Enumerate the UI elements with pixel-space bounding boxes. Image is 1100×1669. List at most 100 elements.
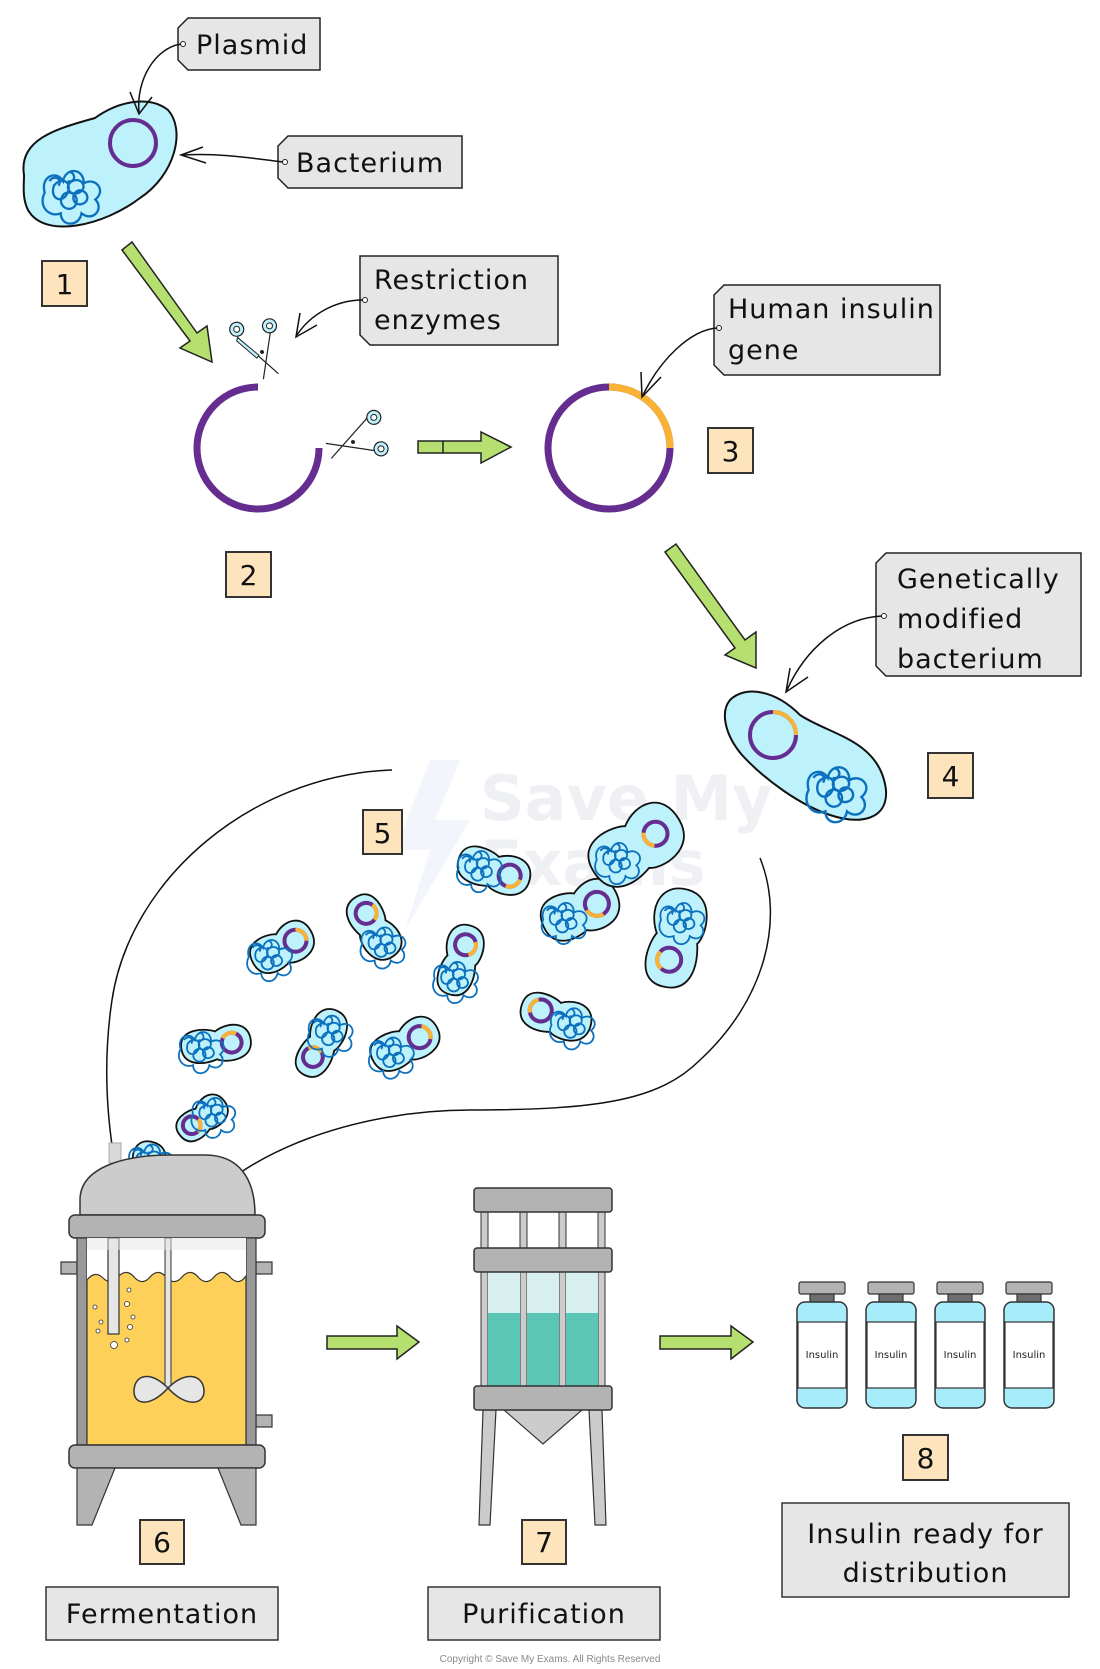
bacterium-cell [249, 919, 315, 974]
gm-plasmid-icon [282, 927, 309, 954]
insulin-vial: Insulin [934, 1281, 986, 1409]
plasmid-circle [108, 118, 158, 168]
air-bubbles [92, 1287, 136, 1349]
scissors-icon-right [325, 409, 389, 459]
gm-bacterium [432, 923, 485, 1005]
step-badge-2: 2 [225, 551, 272, 598]
gm-label-line2: modified [897, 604, 1023, 635]
gm-bacterium [519, 991, 596, 1051]
insulin-vial: Insulin [1003, 1281, 1055, 1409]
vial-label [797, 1321, 847, 1389]
gm-bacterium [246, 919, 315, 983]
gm-plasmid-icon [527, 997, 554, 1024]
vial-cap [936, 1281, 984, 1295]
restriction-label-line2: enzymes [374, 305, 502, 336]
restriction-enzymes-label-tag: Restriction enzymes [295, 255, 559, 346]
vial-cap [867, 1281, 915, 1295]
svg-text:2: 2 [240, 559, 258, 592]
recombinant-plasmid-step3 [544, 383, 674, 513]
purification-label: Purification [462, 1599, 626, 1630]
cut-plasmid [193, 383, 323, 513]
svg-text:8: 8 [917, 1442, 935, 1475]
vial-label-text: Insulin [1013, 1350, 1046, 1361]
insulin-vials: Insulin Insulin Insulin Insulin [796, 1281, 1055, 1409]
purification-label-box: Purification [427, 1586, 661, 1641]
gm-bacterium [539, 877, 621, 945]
human-insulin-label-line2: gene [728, 335, 799, 366]
step-badge-1: 1 [41, 260, 88, 307]
svg-text:5: 5 [374, 817, 392, 850]
fermenter [60, 1142, 273, 1526]
gm-plasmid-icon [219, 1030, 244, 1055]
gm-label-line3: bacterium [897, 644, 1044, 675]
vial-label-text: Insulin [875, 1350, 908, 1361]
gm-bacterium [587, 801, 685, 888]
plasmid-label-tag: Plasmid [129, 17, 321, 116]
arrow-step1-to-step2 [120, 240, 213, 364]
vial-label-text: Insulin [944, 1350, 977, 1361]
distribution-label-line1: Insulin ready for [807, 1519, 1043, 1550]
vial-cap [1005, 1281, 1053, 1295]
fermentation-label-box: Fermentation [45, 1586, 279, 1641]
vial-cap [798, 1281, 846, 1295]
distribution-label-box: Insulin ready for distribution [781, 1502, 1070, 1598]
purification-column [473, 1187, 613, 1526]
insulin-vial: Insulin [796, 1281, 848, 1409]
insulin-gene-segment [772, 710, 798, 736]
step-badge-8: 8 [902, 1434, 949, 1481]
gm-bacterium [644, 887, 708, 989]
bacteria-colony [124, 801, 708, 1200]
vial-label [866, 1321, 916, 1389]
restriction-label-line1: Restriction [374, 265, 529, 296]
gm-bacterium [456, 845, 532, 896]
gm-plasmid-icon [353, 900, 379, 926]
gm-bacterium [177, 1023, 252, 1075]
vial-label-text: Insulin [806, 1350, 839, 1361]
gm-plasmid-icon [641, 819, 670, 848]
bacterium-cell [22, 100, 178, 228]
bacterium-label-tag: Bacterium [178, 135, 463, 189]
svg-text:3: 3 [722, 435, 740, 468]
svg-text:6: 6 [153, 1526, 171, 1559]
gm-plasmid-icon [406, 1024, 433, 1051]
step-badge-3: 3 [707, 427, 754, 474]
bacterium-cell [345, 893, 403, 961]
vial-label [1004, 1321, 1054, 1389]
arrow-step7-to-step8 [659, 1324, 755, 1361]
scissors-icon-top [229, 318, 279, 380]
fermenter-dome [79, 1154, 256, 1216]
step-badge-5: 5 [362, 809, 403, 855]
impeller [133, 1375, 205, 1403]
fermentation-label: Fermentation [66, 1599, 258, 1630]
svg-text:4: 4 [942, 760, 960, 793]
bacterium-cell [456, 845, 532, 896]
arrow-step6-to-step7 [326, 1324, 421, 1361]
step-badge-4: 4 [927, 752, 974, 799]
copyright-notice: Copyright © Save My Exams. All Rights Re… [440, 1654, 661, 1665]
bacterium-cell [295, 1008, 348, 1078]
human-insulin-gene-label-tag: Human insulin gene [640, 284, 941, 399]
step-badge-6: 6 [139, 1519, 185, 1565]
gm-plasmid-icon [453, 932, 478, 958]
svg-text:1: 1 [56, 268, 74, 301]
bacterium-step1 [22, 100, 178, 228]
arrow-step3-to-step4 [663, 542, 757, 670]
cut-plasmid-step2 [193, 383, 323, 513]
column-liquid [488, 1313, 520, 1386]
svg-text:7: 7 [535, 1526, 553, 1559]
human-insulin-label-line1: Human insulin [728, 294, 935, 325]
arrow-step2-to-step3 [417, 430, 513, 465]
gm-plasmid-icon [655, 945, 684, 974]
gm-bacterium [295, 1008, 354, 1078]
gm-bacterium [175, 1093, 237, 1143]
gm-bacterium [367, 1015, 441, 1080]
gm-bacterium [345, 893, 407, 970]
bacterium-cell [539, 877, 621, 942]
bacterium-label: Bacterium [296, 148, 444, 179]
insulin-gene-segment [608, 383, 674, 449]
gm-label-line1: Genetically [897, 564, 1060, 595]
distribution-label-line2: distribution [843, 1558, 1009, 1589]
vial-label [935, 1321, 985, 1389]
insulin-vial: Insulin [865, 1281, 917, 1409]
